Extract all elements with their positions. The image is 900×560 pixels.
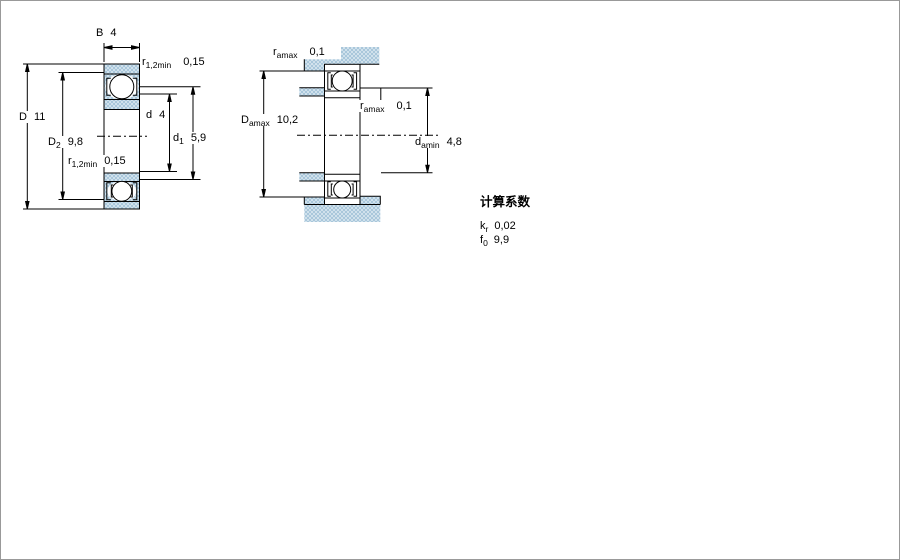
- dim-subscript: amax: [276, 50, 298, 60]
- dim-symbol: d: [146, 109, 153, 121]
- dim-symbol: r: [142, 56, 146, 68]
- dim-value: 0,1: [309, 46, 325, 58]
- dim-label-damin: damin 4,8: [413, 136, 464, 150]
- dim-value: 9,8: [67, 136, 83, 148]
- factor-value: 0,02: [494, 220, 516, 232]
- right-bearing-shields: [327, 72, 358, 197]
- dim-D: [23, 63, 104, 210]
- dim-subscript: amax: [248, 118, 270, 128]
- right-bearing-section: [324, 63, 361, 205]
- dim-damin: [360, 87, 433, 174]
- dim-value: 0,15: [183, 56, 205, 68]
- dim-symbol: D: [241, 114, 249, 126]
- factor-kr: kr 0,02: [480, 220, 516, 234]
- dim-subscript: 1,2min: [145, 60, 172, 70]
- dim-subscript: amin: [421, 140, 440, 150]
- dim-subscript: 1,2min: [71, 159, 98, 169]
- housing-sections: [304, 47, 381, 222]
- dim-value: 0,15: [104, 155, 126, 167]
- dim-value: 11: [33, 111, 46, 123]
- dim-label-ramax-top: ramax 0,1: [271, 46, 327, 60]
- dim-B: [103, 43, 140, 62]
- factor-subscript: r: [485, 224, 489, 234]
- right-ball-bottom: [333, 180, 352, 199]
- calculation-factors-title: 计算系数: [480, 195, 531, 209]
- dim-symbol: d: [173, 132, 180, 144]
- dim-symbol: r: [68, 155, 72, 167]
- dim-value: 4,8: [446, 136, 462, 148]
- dim-subscript: 2: [55, 140, 61, 150]
- dim-symbol: D: [48, 136, 56, 148]
- dim-value: 5,9: [190, 132, 207, 144]
- dim-subscript: amax: [363, 104, 385, 114]
- left-view-geometry: [23, 43, 201, 210]
- dim-value: 10,2: [276, 114, 299, 126]
- dim-value: 0,1: [396, 100, 412, 112]
- dim-value: 4: [110, 27, 117, 39]
- dim-d: [139, 93, 177, 172]
- factor-value: 9,9: [493, 234, 510, 246]
- dim-symbol: r: [360, 100, 364, 112]
- dim-symbol: D: [19, 111, 27, 123]
- dim-value: 4: [159, 109, 166, 121]
- dim-symbol: B: [96, 27, 104, 39]
- dim-label-r12min-bottom: r1,2min 0,15: [66, 155, 128, 169]
- dim-label-d1: d1 5,9: [171, 132, 209, 146]
- factor-f0: f0 9,9: [480, 234, 510, 248]
- dim-label-Damax: Damax 10,2: [239, 114, 301, 128]
- factor-subscript: 0: [483, 238, 488, 248]
- dim-label-D2: D2 9,8: [46, 136, 85, 150]
- dim-symbol: d: [415, 136, 422, 148]
- right-view-geometry: [259, 47, 438, 222]
- right-ball-top: [331, 70, 353, 92]
- dim-symbol: r: [273, 46, 277, 58]
- dim-label-ramax-mid: ramax 0,1: [358, 100, 414, 114]
- dim-d1: [139, 86, 201, 180]
- factor-symbol: k: [480, 220, 486, 232]
- shaft-shoulders: [299, 87, 325, 181]
- factor-symbol: f: [480, 234, 484, 246]
- left-ball-top: [109, 74, 135, 100]
- dim-Damax: [259, 70, 305, 198]
- dim-label-r12min-top: r1,2min 0,15: [142, 56, 205, 70]
- dim-subscript: 1: [179, 136, 184, 146]
- left-ball-bottom: [111, 180, 133, 202]
- dim-label-D: D 11: [17, 111, 48, 123]
